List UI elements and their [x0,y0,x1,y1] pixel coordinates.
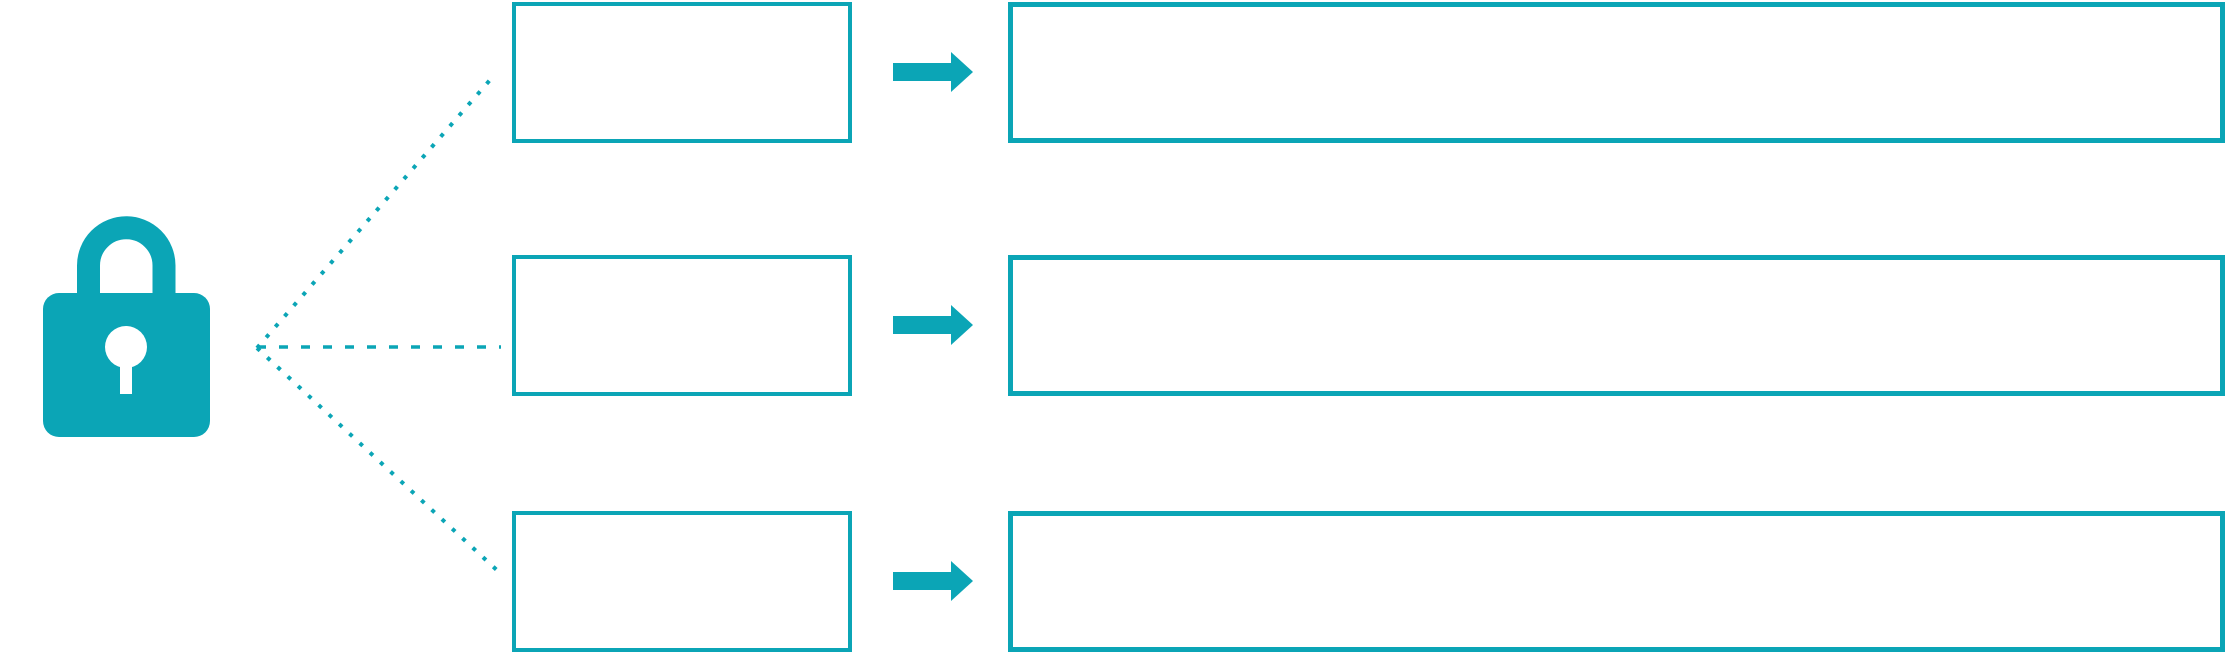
source-box [512,2,852,143]
target-box [1008,2,2225,143]
lock-shackle [77,216,176,300]
row-3 [0,511,2229,652]
source-box [512,511,852,652]
target-box [1008,511,2225,652]
row-1 [0,2,2229,143]
row-2 [0,255,2229,396]
target-box [1008,255,2225,396]
right-arrow-icon [893,52,973,92]
right-arrow-icon [893,305,973,345]
right-arrow-icon [893,561,973,601]
keyhole-stem [120,347,132,394]
lock-icon-graphic [43,216,210,437]
source-box [512,255,852,396]
lock-icon [43,216,210,437]
